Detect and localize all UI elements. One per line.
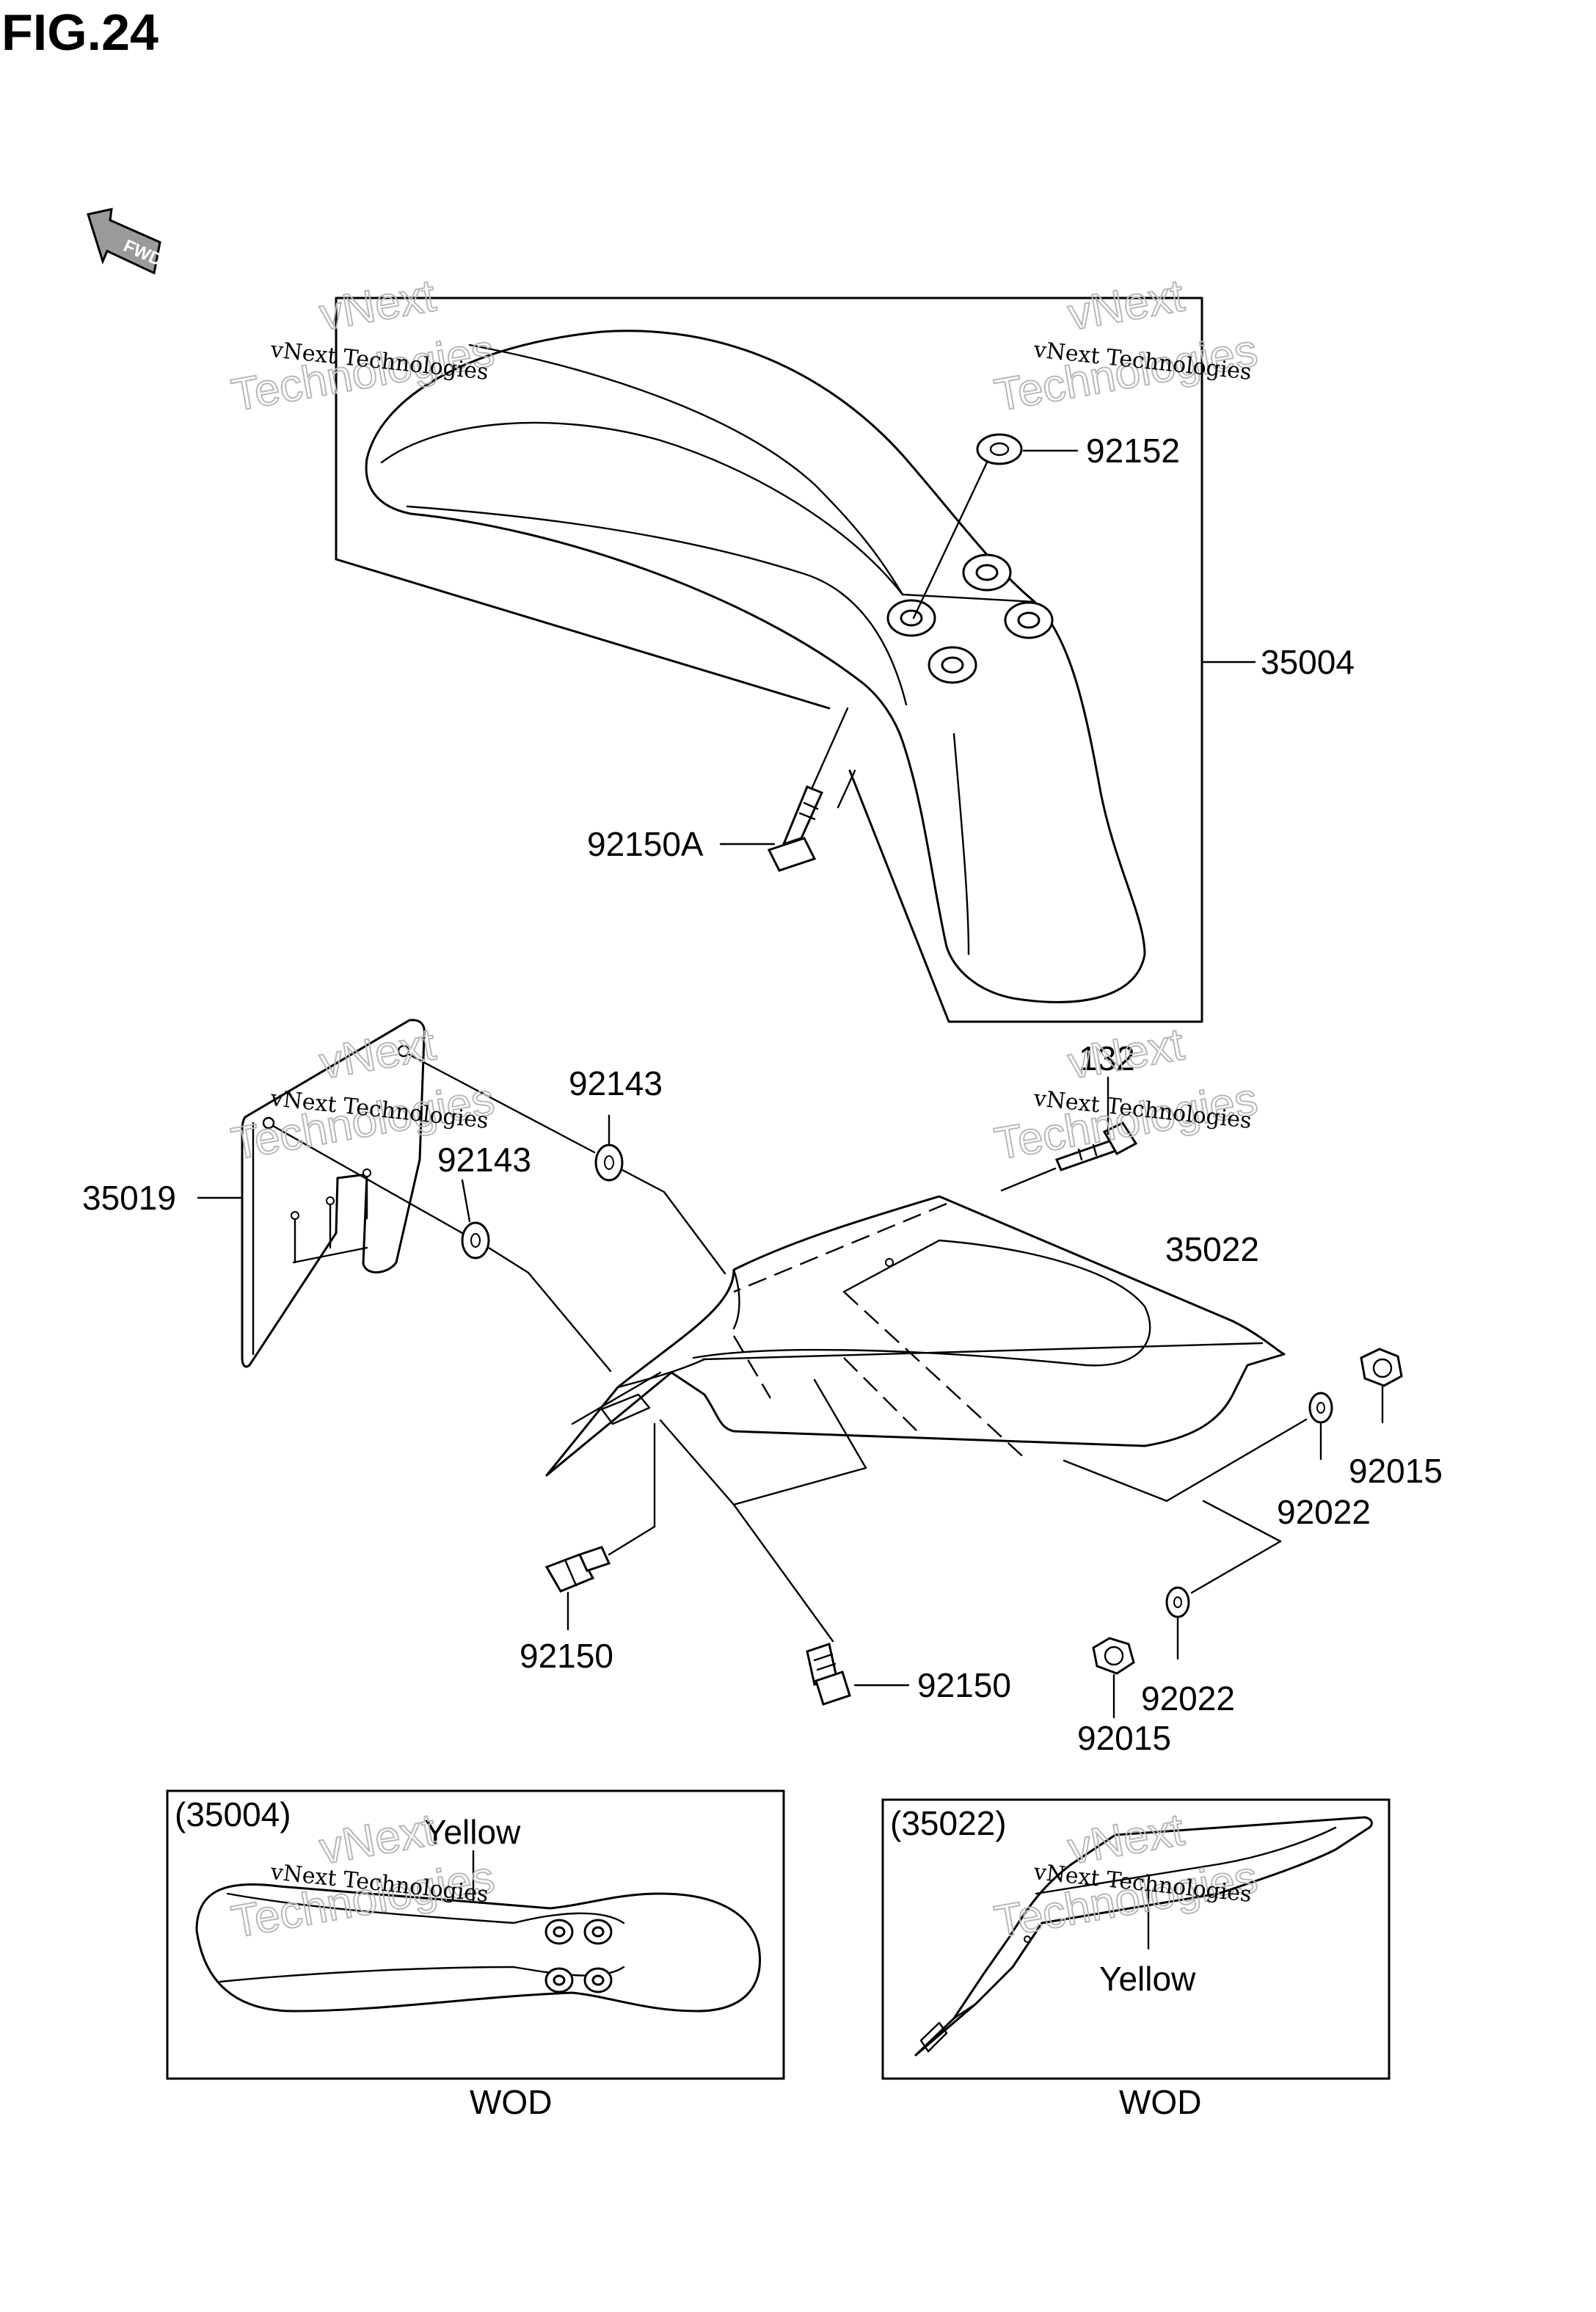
washer-92022-right — [1308, 1392, 1333, 1424]
front-fender-35004 — [365, 330, 1146, 1003]
fender-bolt-boss — [886, 553, 1054, 684]
bolt-132 — [1054, 1122, 1138, 1171]
washer-92143-upper — [594, 1144, 624, 1182]
callout-132: 132 — [1079, 1039, 1135, 1077]
washer-92152 — [976, 433, 1023, 465]
fwd-arrow-icon: FWD — [87, 208, 165, 275]
callout-92022-right: 92022 — [1277, 1493, 1371, 1531]
washer-92022-lower — [1165, 1586, 1190, 1618]
bolt-92150A — [767, 785, 824, 872]
front-fender-group: 92152 35004 92150A — [335, 297, 1355, 1023]
inset-rear-fender-color: Yellow — [1099, 1960, 1196, 1998]
license-plate-holder-35019 — [241, 1019, 426, 1368]
callout-92150-center: 92150 — [917, 1666, 1011, 1704]
bolt-92150-left — [544, 1546, 611, 1593]
svg-text:vNext: vNext — [1064, 1019, 1187, 1088]
callout-92152: 92152 — [1086, 432, 1180, 470]
inset-rear-fender: (35022) Yellow WOD — [881, 1798, 1391, 2121]
callout-92022-lower: 92022 — [1141, 1679, 1235, 1717]
callout-35019: 35019 — [82, 1179, 176, 1217]
callout-35022: 35022 — [1165, 1230, 1259, 1268]
callout-35004: 35004 — [1261, 643, 1355, 681]
inset-front-fender: (35004) Yellow WOD — [166, 1789, 785, 2121]
inset-rear-fender-ref: (35022) — [890, 1804, 1007, 1842]
figure-title: FIG.24 — [1, 4, 158, 61]
bolt-92150-center — [806, 1643, 851, 1706]
callout-92143-lower: 92143 — [437, 1141, 531, 1179]
rear-fender-35022 — [545, 1195, 1286, 1477]
washer-92143-lower — [461, 1221, 490, 1259]
svg-text:vNext: vNext — [1064, 270, 1187, 340]
nut-92015-right — [1360, 1348, 1403, 1387]
nut-92015-lower — [1092, 1637, 1135, 1675]
inset-front-fender-caption: WOD — [470, 2083, 552, 2121]
inset-front-fender-ref: (35004) — [175, 1795, 291, 1833]
rear-fender-group: 35019 92143 92143 132 35022 92015 92022 … — [82, 1019, 1443, 1757]
callout-92150-left: 92150 — [520, 1637, 613, 1675]
callout-92150A: 92150A — [587, 825, 704, 863]
inset-front-fender-color: Yellow — [424, 1813, 521, 1851]
callout-92015-right: 92015 — [1349, 1452, 1443, 1490]
callout-92015-lower: 92015 — [1077, 1719, 1171, 1757]
callout-92143-upper: 92143 — [569, 1064, 663, 1102]
svg-text:vNext: vNext — [316, 270, 439, 340]
inset-rear-fender-caption: WOD — [1119, 2083, 1201, 2121]
